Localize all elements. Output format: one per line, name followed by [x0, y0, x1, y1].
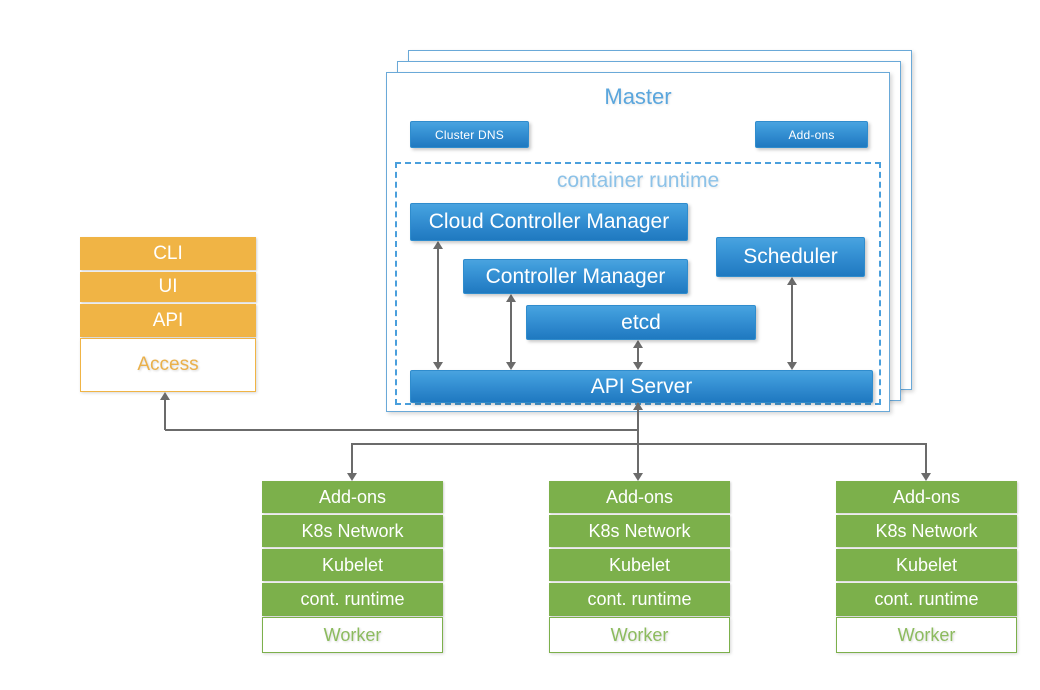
- worker-2-layer-addons[interactable]: Add-ons: [549, 481, 730, 513]
- connector-apiserver-to-access-horizontal: [165, 429, 639, 431]
- arrowhead-ccm-up: [433, 241, 443, 249]
- arrowhead-scheduler-up: [787, 277, 797, 285]
- arrowhead-worker-1: [347, 473, 357, 481]
- access-layer-cli[interactable]: CLI: [80, 237, 256, 270]
- connector-ccm-apiserver: [437, 247, 439, 364]
- arrowhead-cm-down: [506, 362, 516, 370]
- component-controller-manager[interactable]: Controller Manager: [463, 259, 688, 294]
- connector-worker-3-drop: [925, 443, 927, 475]
- arrowhead-apiserver-bottom-up: [633, 402, 643, 410]
- component-cloud-controller-manager[interactable]: Cloud Controller Manager: [410, 203, 688, 241]
- worker-2-footer[interactable]: Worker: [549, 617, 730, 653]
- arrowhead-cm-up: [506, 294, 516, 302]
- arrowhead-worker-2: [633, 473, 643, 481]
- master-addon-cluster-dns[interactable]: Cluster DNS: [410, 121, 529, 148]
- component-api-server[interactable]: API Server: [410, 370, 873, 403]
- connector-apiserver-to-access-vertical-right: [637, 403, 639, 431]
- worker-3-layer-k8s-network[interactable]: K8s Network: [836, 515, 1017, 547]
- worker-1-footer[interactable]: Worker: [262, 617, 443, 653]
- component-etcd[interactable]: etcd: [526, 305, 756, 340]
- worker-3-layer-kubelet[interactable]: Kubelet: [836, 549, 1017, 581]
- master-title: Master: [604, 84, 672, 109]
- worker-1-layer-kubelet[interactable]: Kubelet: [262, 549, 443, 581]
- arrowhead-scheduler-down: [787, 362, 797, 370]
- worker-3-layer-cont-runtime[interactable]: cont. runtime: [836, 583, 1017, 616]
- worker-2-layer-cont-runtime[interactable]: cont. runtime: [549, 583, 730, 616]
- arrowhead-etcd-down: [633, 362, 643, 370]
- access-layer-ui[interactable]: UI: [80, 272, 256, 302]
- arrowhead-worker-3: [921, 473, 931, 481]
- connector-worker-2-drop: [637, 429, 639, 475]
- master-addon-addons[interactable]: Add-ons: [755, 121, 868, 148]
- connector-etcd-apiserver: [637, 346, 639, 364]
- connector-worker-bus: [351, 443, 927, 445]
- worker-1-layer-cont-runtime[interactable]: cont. runtime: [262, 583, 443, 616]
- connector-access-vertical: [164, 399, 166, 430]
- worker-3-footer[interactable]: Worker: [836, 617, 1017, 653]
- worker-2-layer-k8s-network[interactable]: K8s Network: [549, 515, 730, 547]
- connector-cm-apiserver: [510, 300, 512, 364]
- arrowhead-ccm-down: [433, 362, 443, 370]
- arrowhead-etcd-up: [633, 340, 643, 348]
- connector-worker-1-drop: [351, 443, 353, 475]
- worker-2-layer-kubelet[interactable]: Kubelet: [549, 549, 730, 581]
- component-scheduler[interactable]: Scheduler: [716, 237, 865, 277]
- access-layer-api[interactable]: API: [80, 304, 256, 337]
- worker-1-layer-addons[interactable]: Add-ons: [262, 481, 443, 513]
- worker-1-layer-k8s-network[interactable]: K8s Network: [262, 515, 443, 547]
- access-footer[interactable]: Access: [80, 338, 256, 392]
- arrowhead-access-up: [160, 392, 170, 400]
- connector-scheduler-apiserver: [791, 283, 793, 364]
- container-runtime-title: container runtime: [556, 169, 720, 192]
- worker-3-layer-addons[interactable]: Add-ons: [836, 481, 1017, 513]
